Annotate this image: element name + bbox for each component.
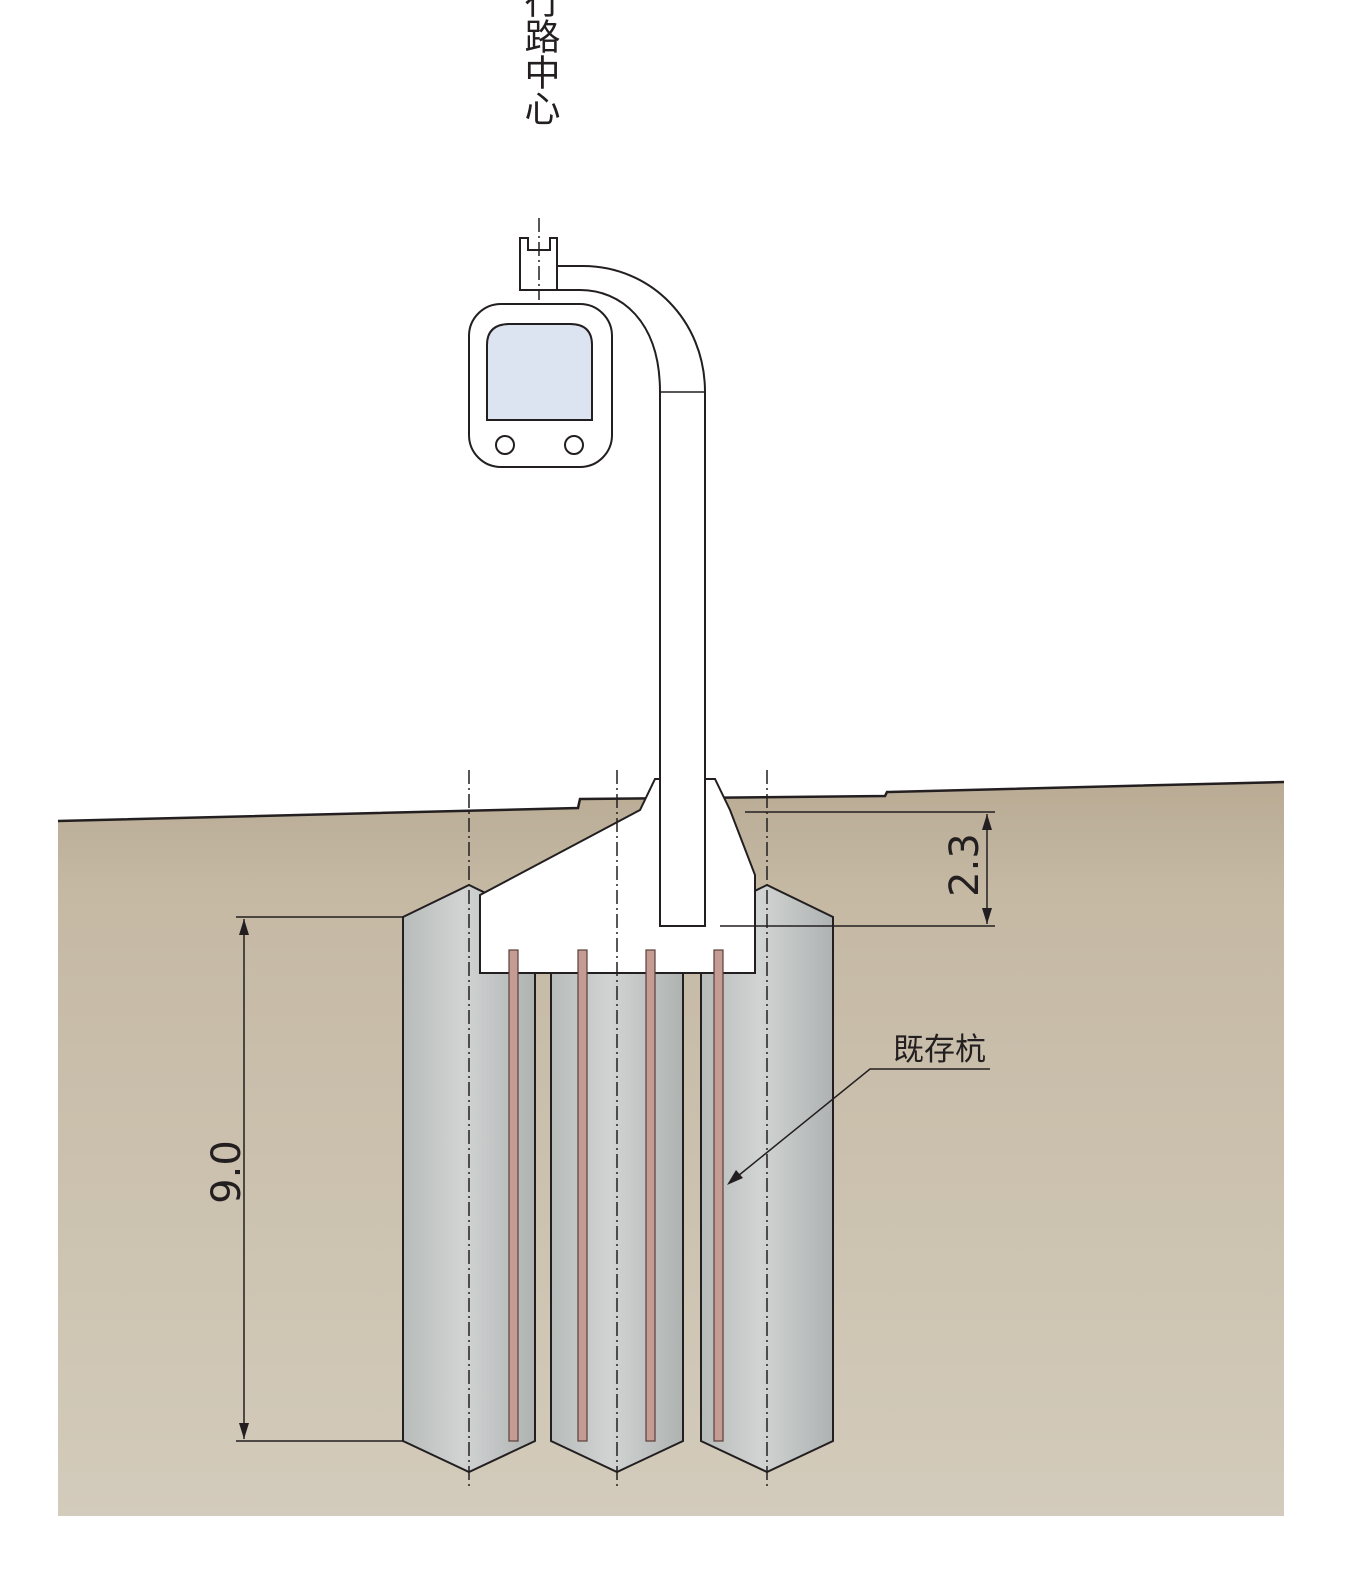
ground-surface-line [57,780,1285,823]
car-light-left [495,435,515,455]
rebar [645,949,656,1442]
rebar-group [508,949,724,1442]
pier-column [556,265,706,927]
center-lines [468,218,768,1486]
dimension-pile-length [236,916,403,1442]
track-beam [519,237,558,291]
car-window [486,323,593,421]
rebar [508,949,519,1442]
existing-pile-leader [732,1068,990,1181]
car-light-right [564,435,584,455]
rebar [713,949,724,1442]
dimension-footing-depth [720,811,995,927]
rebar [577,949,588,1442]
footing-depth-value: 2.3 [942,833,988,897]
leader-arrowhead [727,1170,743,1185]
existing-pile-label: 既存杭 [893,1032,986,1068]
track-center-label: 走行路中心 [519,0,561,126]
pile-length-value: 9.0 [204,1140,250,1204]
